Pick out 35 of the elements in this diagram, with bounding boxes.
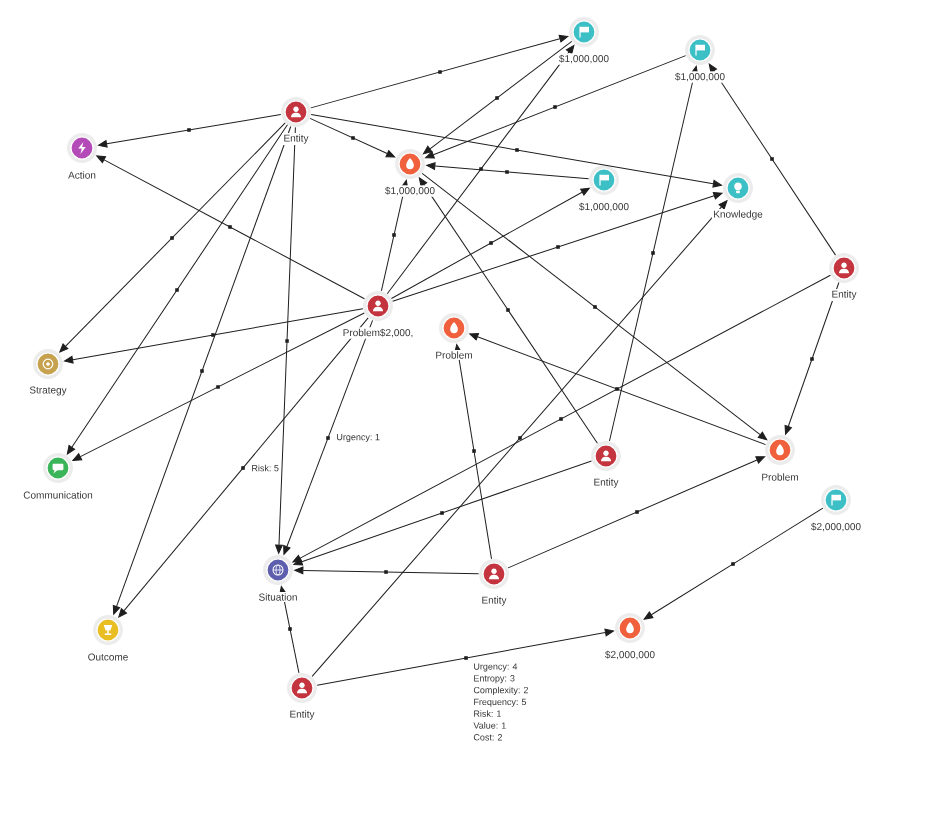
arrow — [72, 312, 365, 461]
arrow — [418, 177, 598, 444]
arrow — [422, 40, 573, 155]
arrow — [643, 507, 824, 620]
arrow — [309, 117, 396, 158]
arrow — [609, 65, 699, 442]
arrow — [112, 125, 292, 615]
arrow — [96, 155, 365, 300]
arrow — [426, 162, 590, 180]
arrow — [66, 124, 288, 455]
arrow — [390, 187, 590, 299]
arrow — [310, 34, 569, 109]
arrow — [283, 319, 374, 555]
arrow — [784, 282, 840, 435]
arrow — [279, 585, 300, 674]
arrow — [64, 308, 364, 364]
arrow — [421, 172, 768, 441]
arrow — [59, 122, 286, 353]
arrow — [310, 114, 722, 188]
arrow — [294, 566, 480, 575]
arrow — [292, 274, 831, 563]
arrow — [469, 333, 767, 446]
arrow — [118, 317, 369, 618]
arrow — [507, 456, 766, 569]
arrow — [98, 114, 282, 148]
arrow — [425, 55, 687, 159]
arrow — [380, 179, 409, 292]
arrow — [386, 44, 575, 295]
arrow — [392, 192, 723, 302]
arrow — [293, 460, 592, 566]
arrow — [708, 63, 836, 256]
arrow — [454, 344, 493, 560]
arrow — [311, 200, 728, 677]
arrow — [316, 628, 615, 686]
arrow — [275, 126, 296, 554]
